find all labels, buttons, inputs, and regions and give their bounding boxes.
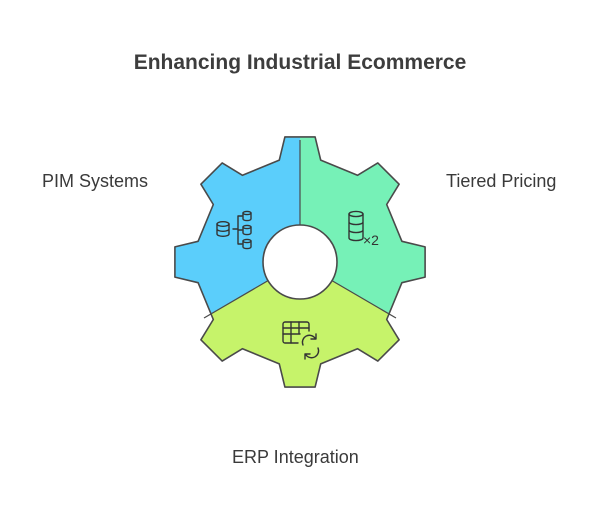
diagram-title: Enhancing Industrial Ecommerce: [133, 51, 467, 74]
table-sync-icon: [282, 321, 320, 360]
database-hierarchy-icon: [216, 210, 252, 250]
label-pim-systems: PIM Systems: [42, 171, 149, 191]
coins-multiply-icon: [348, 210, 364, 242]
gear-outline: [174, 136, 426, 388]
label-tiered-pricing: Tiered Pricing: [446, 171, 557, 191]
label-erp-integration: ERP Integration: [232, 447, 359, 467]
multiplier-label: ×2: [363, 232, 379, 248]
gear-hub: [262, 224, 338, 300]
